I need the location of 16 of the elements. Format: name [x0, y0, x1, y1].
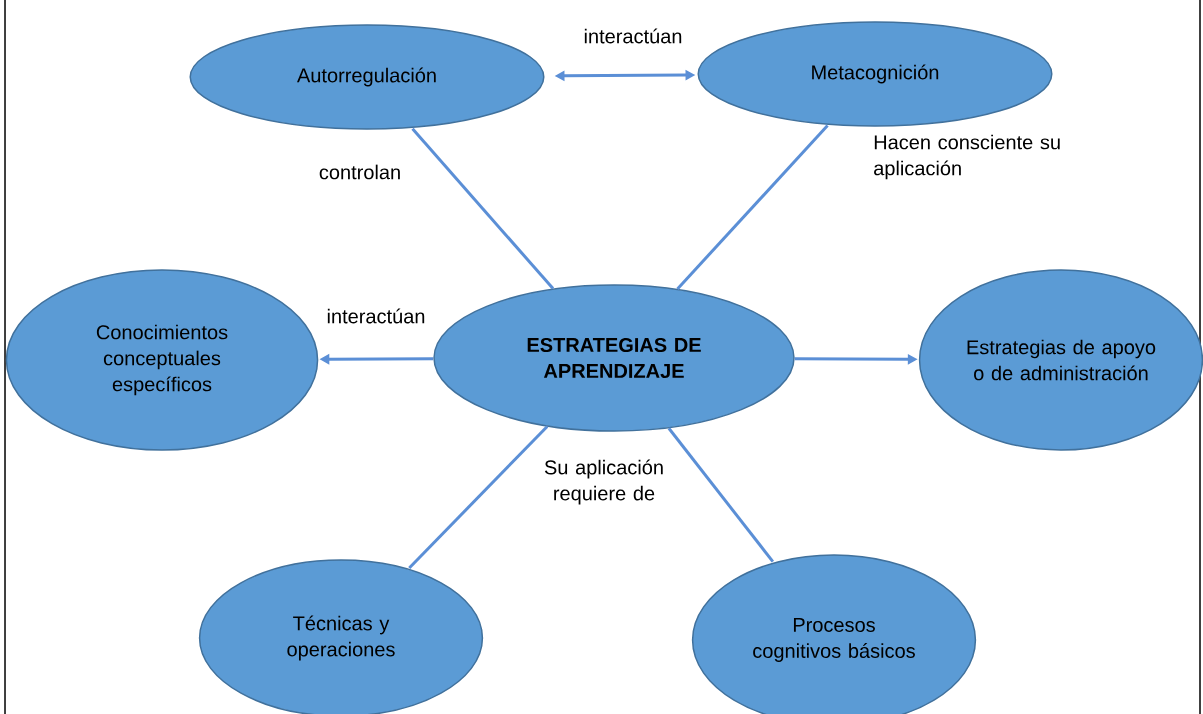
- edge-label: interactúan: [584, 28, 682, 44]
- edge-label: interactúan: [327, 308, 425, 324]
- ellipse-node: Metacognición: [697, 21, 1053, 127]
- ellipse-node: Estrategias de apoyo o de administración: [918, 269, 1203, 451]
- ellipse-node: Técnicas y operaciones: [198, 559, 484, 714]
- ellipse-node: ESTRATEGIAS DE APRENDIZAJE: [433, 284, 795, 432]
- edge-label: controlan: [319, 164, 400, 180]
- note-text: Su aplicación requiere de: [544, 459, 663, 505]
- connector-line: [408, 425, 549, 570]
- edge-label: Hacen consciente su aplicación: [874, 134, 1060, 180]
- ellipse-node: Conocimientos conceptuales específicos: [5, 269, 319, 451]
- connector-line: [411, 127, 555, 290]
- connector-line: [676, 124, 829, 290]
- ellipse-node: Autorregulación: [189, 24, 545, 130]
- ellipse-node: Procesos cognitivos básicos: [691, 554, 977, 714]
- connector-line: [667, 427, 775, 563]
